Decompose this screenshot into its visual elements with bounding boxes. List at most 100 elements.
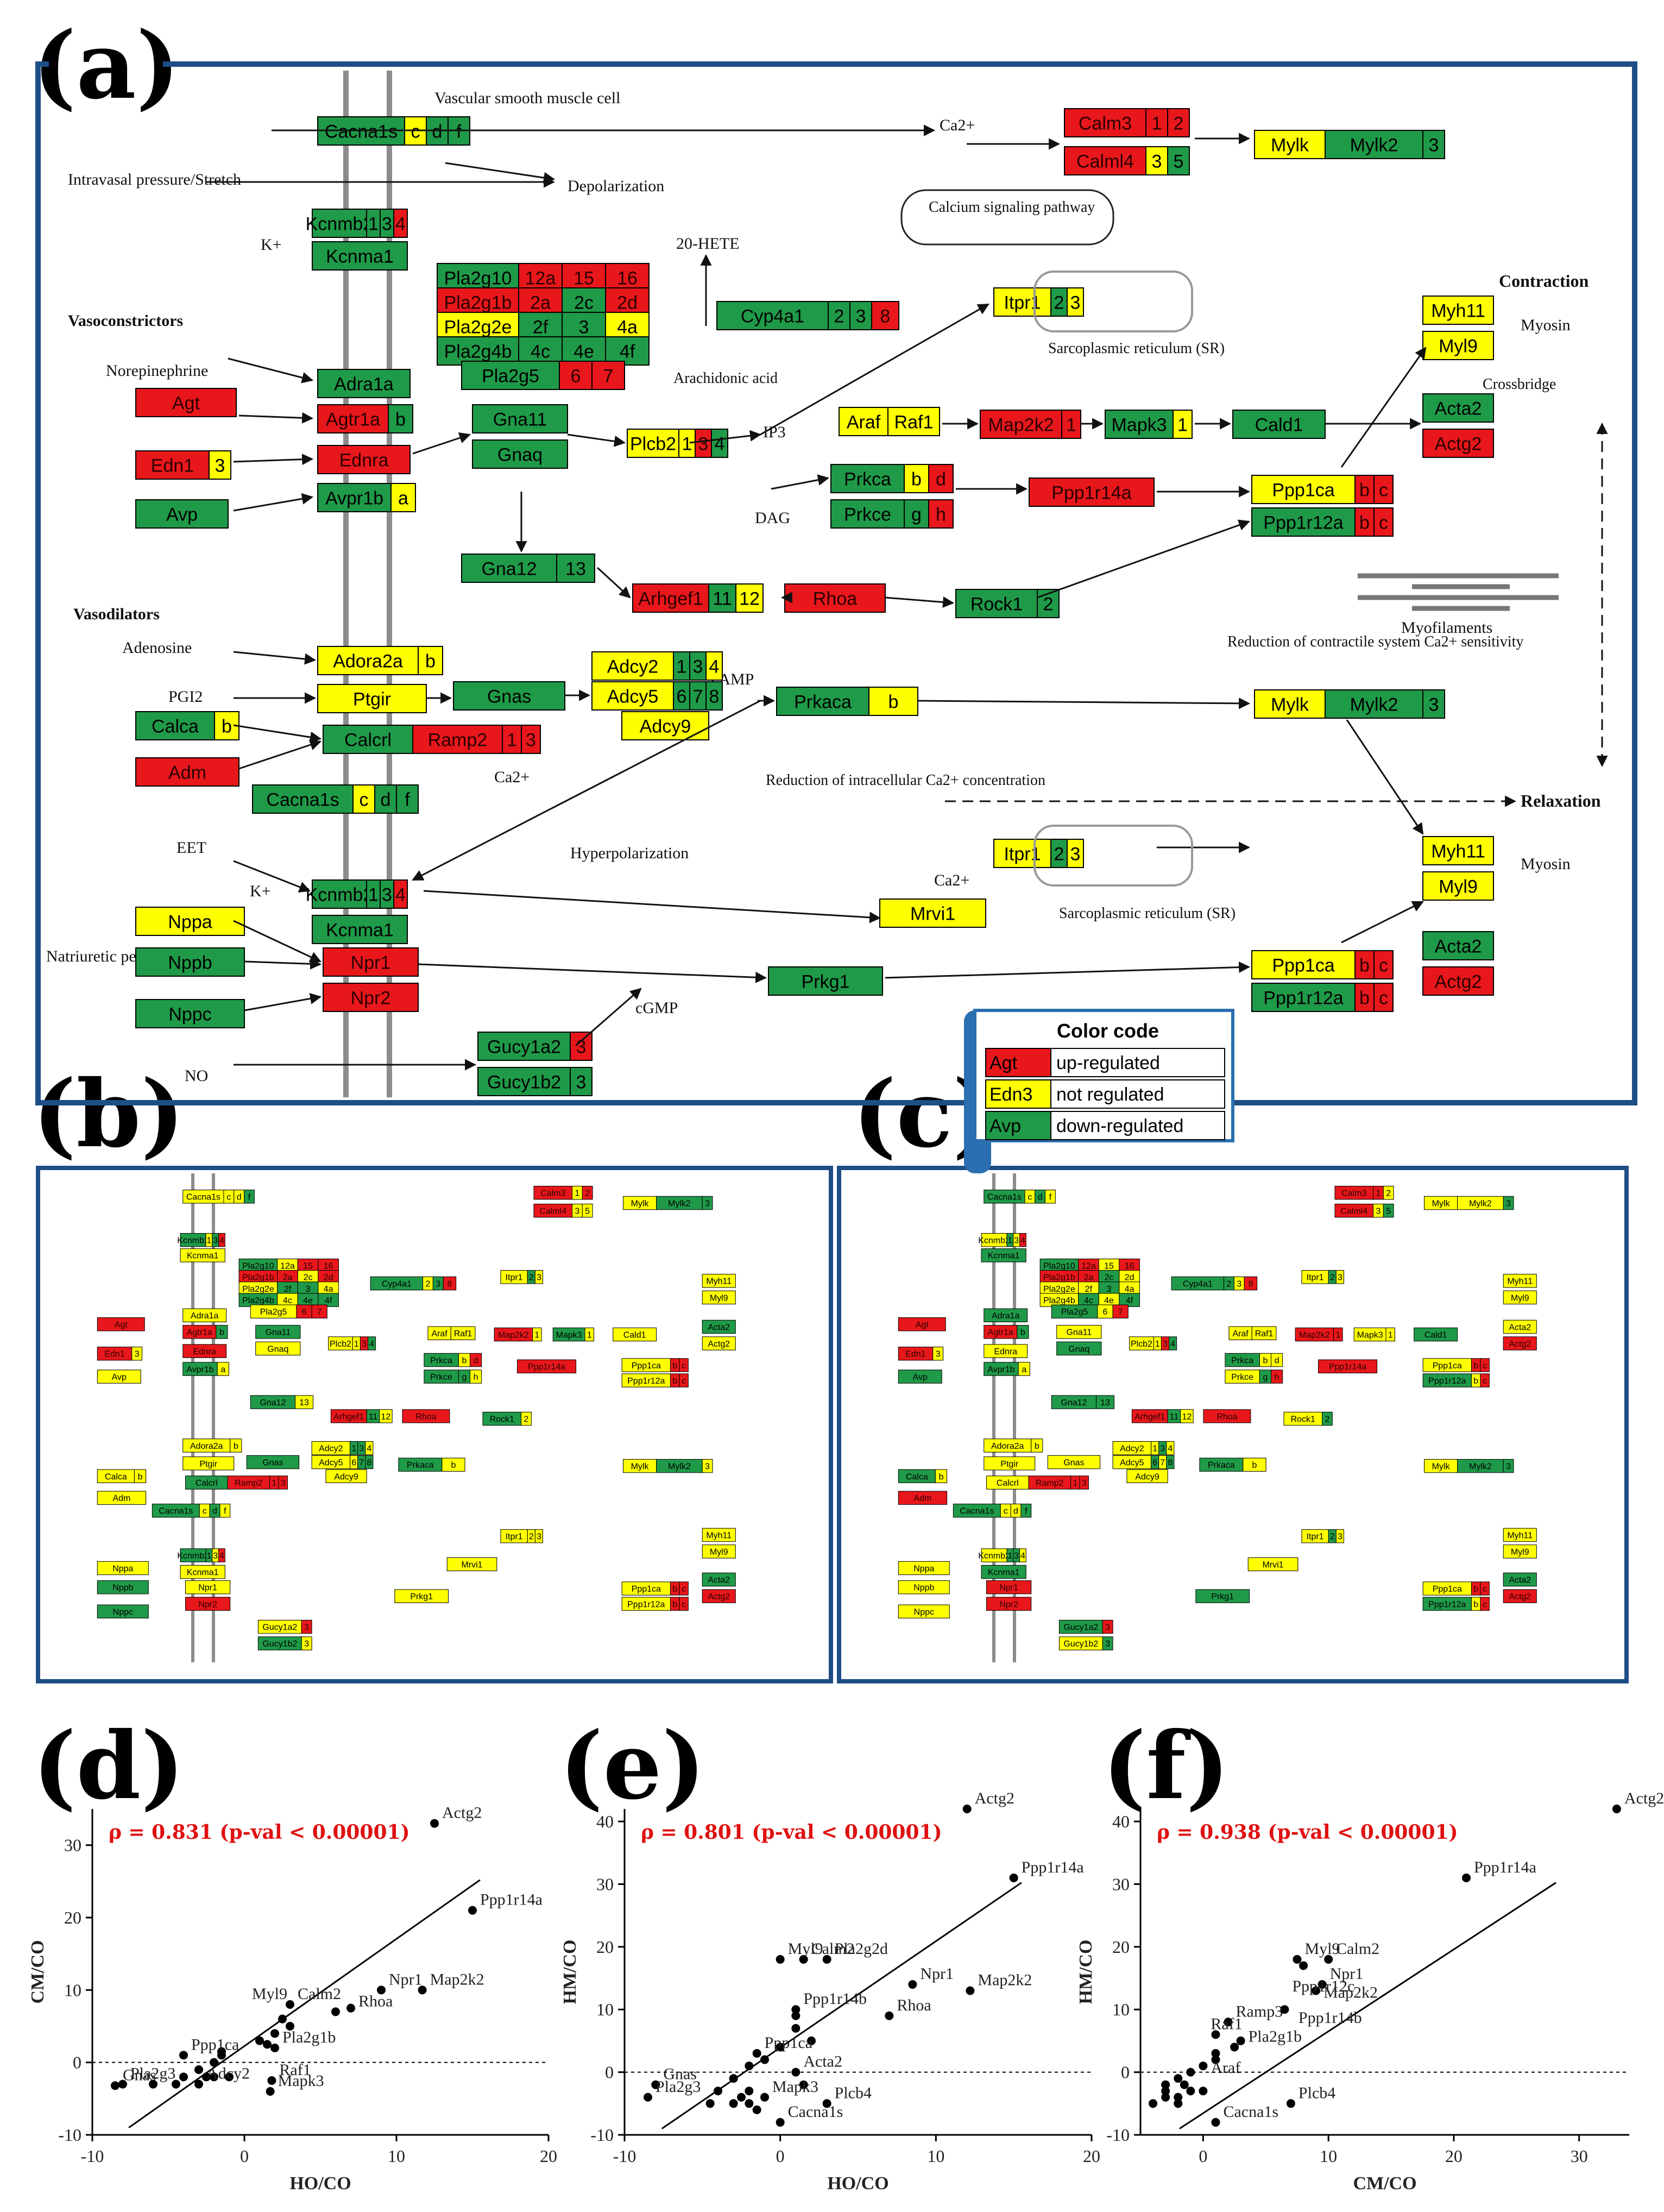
y-tick-label: 10 [64,1980,81,2000]
gene-box: Edn1 [898,1347,934,1361]
gene-label: Prkg1 [1211,1592,1234,1601]
data-point [776,1955,785,1964]
gene-label: Map2k2 [988,414,1054,435]
gene-label: b [672,1377,677,1386]
gene-label: Adcy2 [1120,1444,1144,1454]
gene-box: 1 [1006,1233,1014,1247]
data-point [791,2024,801,2033]
gene-label: 1 [507,730,517,750]
point-label: Myl9 [252,1985,287,2003]
gene-label: 2 [1227,1279,1232,1289]
data-point [1161,2080,1170,2089]
gene-label: b [451,1461,456,1470]
gene-box: 3 [209,450,231,480]
gene-box: Gnaq [1056,1341,1102,1356]
data-point [1299,1961,1308,1970]
gene-box: Npr1 [323,947,419,977]
gene-box: 2 [1224,1276,1234,1291]
gene-box: d [209,1504,220,1518]
gene-box: Calml4 [1334,1203,1373,1218]
gene-label: Itpr1 [1307,1532,1324,1542]
gene-label: Npr2 [999,1600,1018,1609]
gene-box: Kcnma1 [312,241,408,271]
gene-label: Rhoa [415,1412,436,1422]
x-tick-label: 30 [1571,2146,1588,2166]
gene-label: 2 [426,1279,431,1289]
gene-label: Ppp1r14a [1329,1362,1366,1372]
gene-label: Rock1 [970,594,1023,614]
data-point [1199,2087,1208,2096]
pgi2-label: PGI2 [168,688,203,706]
gene-label: d [432,121,443,142]
gene-box: 11 [708,583,736,613]
gene-box: Cacna1s [152,1504,200,1518]
gene-box: Prkca [1225,1353,1260,1367]
gene-box: 2c [562,287,606,317]
data-point [286,2000,294,2009]
gene-label: Mylk [1271,694,1309,715]
point-label: Pla2g3 [130,2065,175,2083]
gene-box: b [670,1373,680,1387]
gene-label: Myl9 [710,1548,728,1557]
arrow [760,303,989,436]
gene-box: Myl9 [702,1544,736,1559]
gene-box: 1 [673,651,690,681]
gene-label: Cacna1s [960,1507,994,1516]
gene-label: Ppp1r12a [1428,1600,1466,1609]
gene-box: Gna12 [1051,1395,1097,1409]
gene-box: 4 [218,1233,225,1247]
gene-box: Adcy2 [591,651,674,681]
gene-label: Edn1 [151,455,194,476]
data-point [1462,1873,1471,1882]
gene-label: 8 [367,1458,371,1467]
data-point [791,2011,801,2020]
gene-box: Arhgef1 [330,1409,367,1423]
data-point [1230,2043,1239,2052]
data-point [729,2099,738,2108]
gene-label: Mylk [1432,1199,1450,1208]
gene-label: Adcy9 [334,1472,358,1481]
point-label: Calm2 [1336,1940,1379,1958]
gene-label: d [237,1193,242,1202]
gene-box: 13 [1096,1395,1114,1409]
gene-label: Gnaq [267,1344,288,1354]
gene-box: 3 [1503,1196,1514,1210]
point-label: Ppp1ca [191,2035,239,2053]
gene-label: Agt [172,393,200,413]
x-tick-label: 20 [1445,2146,1463,2166]
gene-label: Prkce [1231,1373,1253,1382]
gene-label: 5 [585,1206,590,1216]
data-point [1318,1980,1327,1989]
gene-label: Kcnmb2 [177,1551,209,1561]
gene-box: Gucy1b2 [257,1636,302,1650]
data-point [651,2080,660,2089]
gene-box: Cyp4a1 [1171,1276,1225,1291]
gene-label: 3 [1152,151,1162,172]
gene-label: Actg2 [1435,433,1482,454]
gene-label: Ppp1r12a [1263,988,1344,1008]
gene-box: Ppp1r14a [1029,477,1155,507]
myofilaments-label: Myofilaments [1401,619,1492,637]
gene-label: 2a [283,1273,293,1283]
panel-letter-b: (b) [33,1060,185,1168]
data-point [885,2011,894,2020]
point-label: Acta2 [803,2053,842,2071]
gene-box: Gucy1a2 [477,1032,571,1061]
gene-label: Kcnma1 [187,1252,219,1261]
arrow [418,963,767,983]
gene-label: c [360,789,369,810]
gene-label: 8 [1248,1279,1253,1289]
gene-box: d [1010,1504,1022,1518]
gene-box: Plcb2 [328,1336,353,1350]
gene-label: 2d [1125,1273,1134,1283]
gene-label: Adora2a [190,1442,223,1451]
gene-label: 2c [1105,1273,1114,1283]
data-point [1149,2099,1158,2108]
gene-label: 2 [585,1189,590,1198]
gene-label: 3 [698,433,709,454]
gene-label: Ppp1r12a [627,1600,665,1609]
data-point [468,1906,477,1915]
data-point [966,1986,975,1995]
